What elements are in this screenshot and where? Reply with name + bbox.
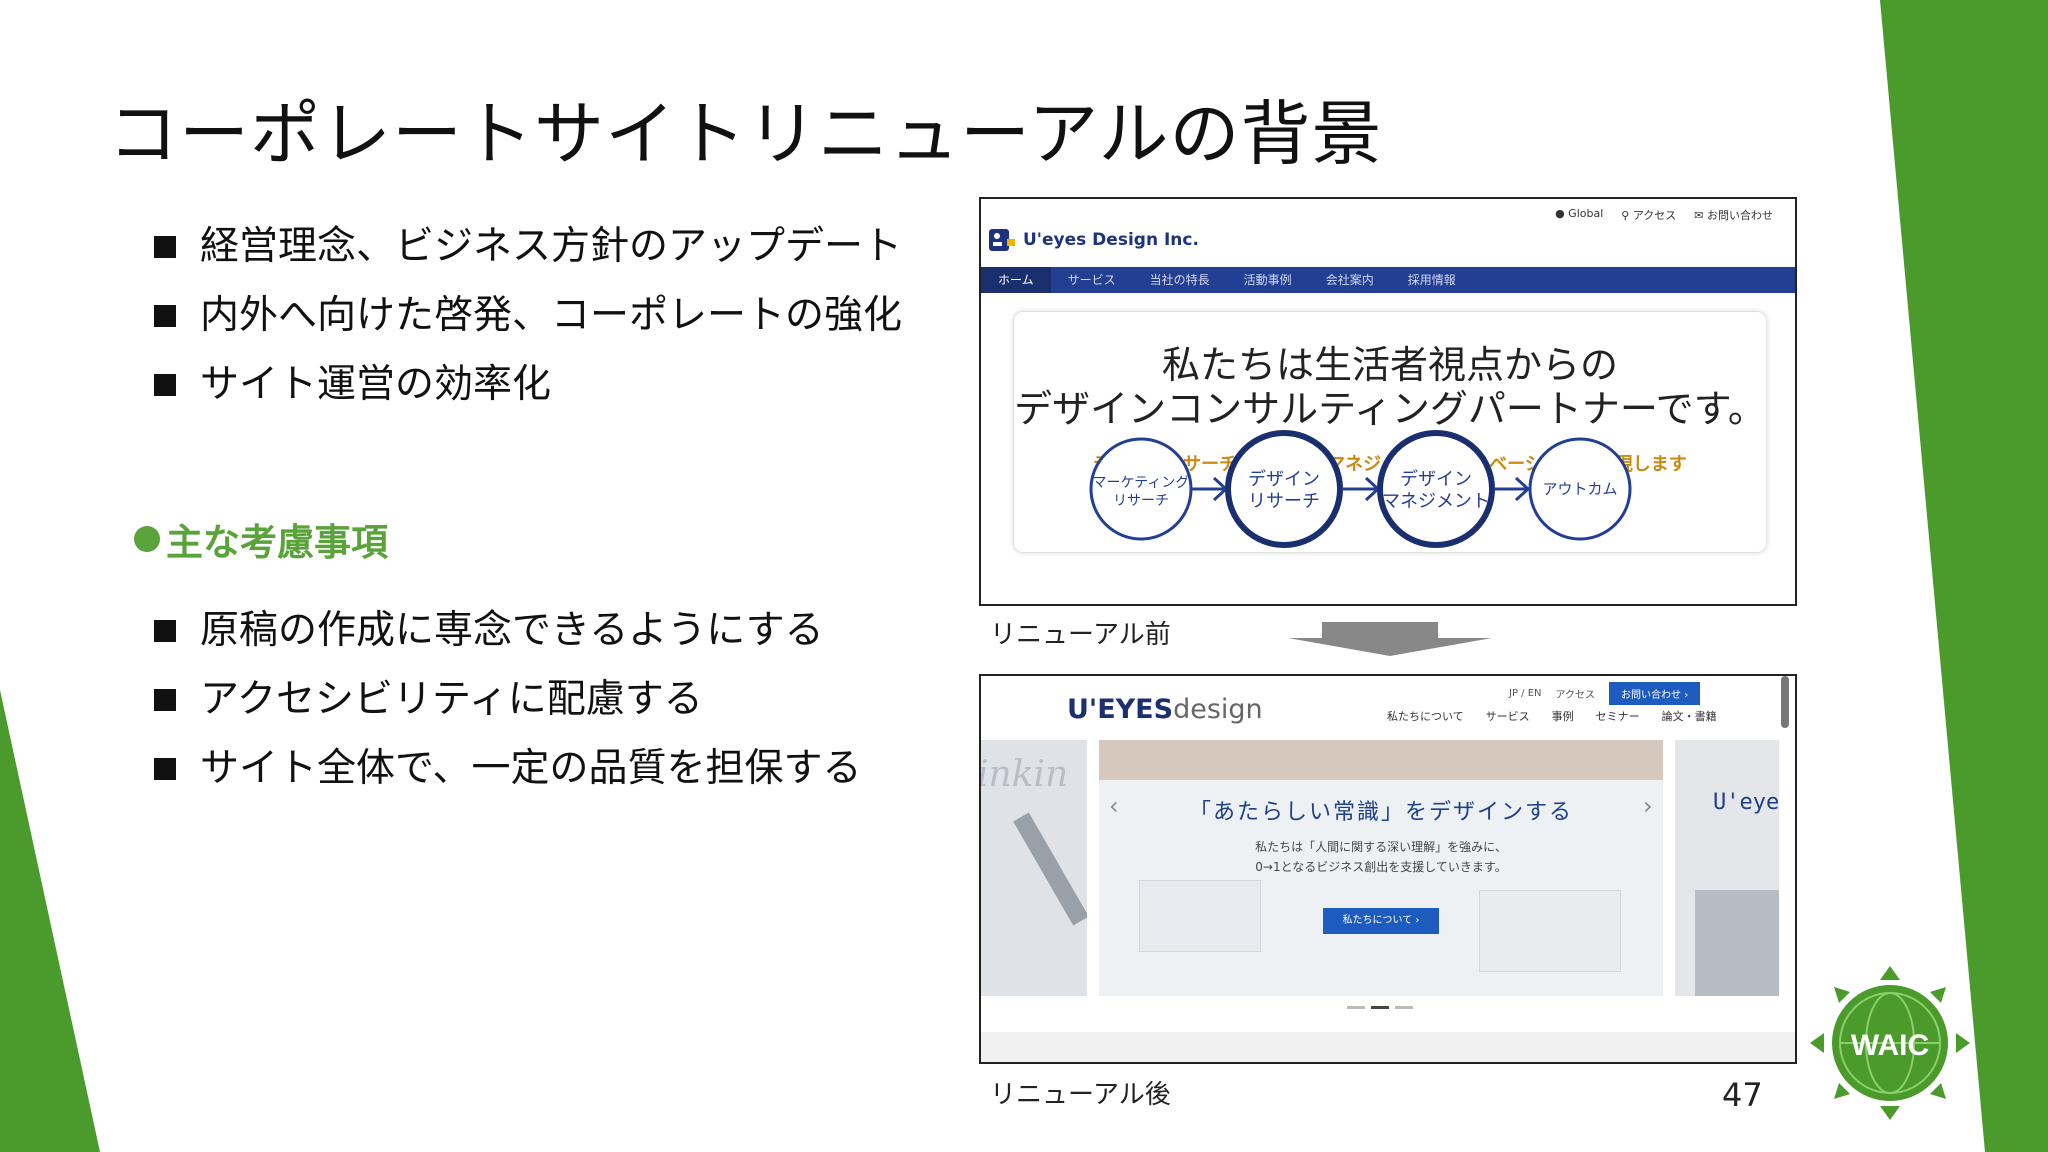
svg-text:アウトカム: アウトカム — [1542, 480, 1617, 498]
before-nav-item: サービス — [1067, 273, 1116, 287]
slide-title: コーポレートサイトリニューアルの背景 — [108, 93, 1383, 175]
square-bullet-icon — [154, 235, 176, 258]
background-bullets: 経営理念、ビジネス方針のアップデート 内外へ向けた啓発、コーポレートの強化 サイ… — [154, 212, 902, 419]
carousel-dot — [1395, 1006, 1413, 1009]
svg-text:リサーチ: リサーチ — [1113, 493, 1169, 509]
svg-text:マネジメント: マネジメント — [1382, 491, 1490, 512]
bullet-item: サイト運営の効率化 — [154, 350, 902, 419]
before-hero-card: 私たちは生活者視点からの デザインコンサルティングパートナーです。 デザインリサ… — [1013, 311, 1767, 553]
before-nav: ホーム サービス 当社の特長 活動事例 会社案内 採用情報 — [981, 267, 1795, 293]
carousel-next-slide: U'eye — [1675, 740, 1779, 996]
page-number: 47 — [1722, 1076, 1763, 1114]
square-bullet-icon — [154, 373, 176, 396]
carousel-next-arrow-icon: › — [1643, 792, 1653, 820]
before-logo: U'eyes Design Inc. — [989, 227, 1199, 253]
carousel-prev-slide: inkin — [981, 740, 1087, 996]
svg-text:WAIC: WAIC — [1851, 1029, 1929, 1062]
before-headline: 私たちは生活者視点からの — [1161, 343, 1618, 387]
carousel-prev-arrow-icon: ‹ — [1109, 792, 1119, 820]
caption-after: リニューアル後 — [990, 1080, 1171, 1110]
svg-text:リサーチ: リサーチ — [1248, 491, 1320, 512]
before-nav-item: ホーム — [981, 267, 1051, 293]
flow-arrow-icon — [1342, 476, 1381, 502]
globe-link: ● Global — [1555, 207, 1604, 220]
bullet-item: 原稿の作成に専念できるようにする — [154, 596, 861, 665]
green-right-shape — [1880, 0, 2048, 1152]
carousel-hero-slide: 「あたらしい常識」をデザインする 私たちは「人間に関する深い理解」を強みに、 0… — [1099, 740, 1663, 996]
after-nav-item: 私たちについて — [1387, 710, 1464, 723]
hero-sticky-note — [1139, 880, 1261, 952]
hero-subtext: 私たちは「人間に関する深い理解」を強みに、 — [1255, 840, 1507, 854]
scrollbar — [1781, 676, 1789, 728]
language-switch: JP / EN — [1509, 688, 1542, 699]
square-bullet-icon — [154, 688, 176, 711]
hero-paper — [1479, 890, 1621, 972]
consider-heading: 主な考慮事項 — [134, 512, 388, 566]
consideration-bullets: 原稿の作成に専念できるようにする アクセシビリティに配慮する サイト全体で、一定… — [154, 596, 861, 803]
carousel-dot — [1347, 1006, 1365, 1009]
contact-button: お問い合わせ › — [1609, 682, 1701, 705]
square-bullet-icon — [154, 304, 176, 327]
waic-logo: WAIC — [1810, 966, 1970, 1120]
ueyes-logo-icon — [989, 229, 1015, 251]
bullet-item: アクセシビリティに配慮する — [154, 665, 861, 734]
before-nav-item: 活動事例 — [1243, 273, 1292, 287]
people-photo — [1695, 890, 1779, 996]
svg-text:デザイン: デザイン — [1400, 469, 1472, 490]
flow-node: アウトカム — [1528, 437, 1632, 541]
down-arrow-icon — [1288, 622, 1492, 656]
flow-arrow-icon — [1192, 476, 1229, 502]
bullet-item: サイト全体で、一定の品質を担保する — [154, 734, 861, 803]
square-bullet-icon — [154, 757, 176, 780]
after-screenshot: JP / EN アクセス お問い合わせ › U'EYESdesign 私たちにつ… — [979, 674, 1797, 1064]
access-link: ⚲ アクセス — [1621, 209, 1677, 222]
after-nav-item: 事例 — [1551, 710, 1574, 723]
before-nav-item: 採用情報 — [1407, 273, 1456, 287]
before-utility-links: ● Global ⚲ アクセス ✉ お問い合わせ — [1555, 207, 1773, 223]
after-footer-band — [981, 1032, 1795, 1062]
after-utility-bar: JP / EN アクセス お問い合わせ › — [1509, 682, 1701, 705]
green-left-shape — [0, 690, 100, 1152]
bullet-item: 内外へ向けた啓発、コーポレートの強化 — [154, 281, 902, 350]
after-logo: U'EYESdesign — [1067, 694, 1263, 725]
before-screenshot: ● Global ⚲ アクセス ✉ お問い合わせ U'eyes Design I… — [979, 197, 1797, 606]
after-nav-item: 論文・書籍 — [1661, 710, 1717, 723]
svg-text:デザイン: デザイン — [1248, 469, 1320, 490]
hero-subtext: 0→1となるビジネス創出を支援していきます。 — [1255, 860, 1507, 874]
carousel-dot-active — [1371, 1006, 1389, 1009]
caption-before: リニューアル前 — [990, 620, 1171, 650]
flow-node: デザイン マネジメント — [1377, 430, 1495, 548]
before-flow-diagram: マーケティング リサーチ デザイン リサーチ デザイン マネジメント — [1089, 430, 1632, 548]
hero-title: 「あたらしい常識」をデザインする — [1188, 800, 1573, 825]
hero-about-button: 私たちについて › — [1323, 908, 1439, 934]
after-nav-item: サービス — [1485, 710, 1530, 723]
compass-arrows-icon — [1810, 966, 1970, 1120]
contact-link: ✉ お問い合わせ — [1694, 209, 1773, 222]
circle-bullet-icon — [134, 526, 160, 552]
bullet-item: 経営理念、ビジネス方針のアップデート — [154, 212, 902, 281]
flow-node: デザイン リサーチ — [1225, 430, 1343, 548]
flow-arrow-icon — [1494, 476, 1531, 502]
svg-text:マーケティング: マーケティング — [1093, 475, 1190, 491]
before-nav-item: 会社案内 — [1325, 273, 1374, 287]
before-nav-item: 当社の特長 — [1149, 273, 1210, 287]
carousel-indicators — [1347, 1006, 1413, 1009]
after-nav: 私たちについて サービス 事例 セミナー 論文・書籍 — [1387, 708, 1717, 724]
flow-node: マーケティング リサーチ — [1089, 437, 1193, 541]
pen-shape — [1013, 812, 1087, 926]
hero-photo-band — [1099, 740, 1663, 780]
square-bullet-icon — [154, 619, 176, 642]
before-headline: デザインコンサルティングパートナーです。 — [1014, 387, 1766, 431]
after-nav-item: セミナー — [1595, 710, 1640, 723]
access-link: アクセス — [1555, 690, 1596, 701]
